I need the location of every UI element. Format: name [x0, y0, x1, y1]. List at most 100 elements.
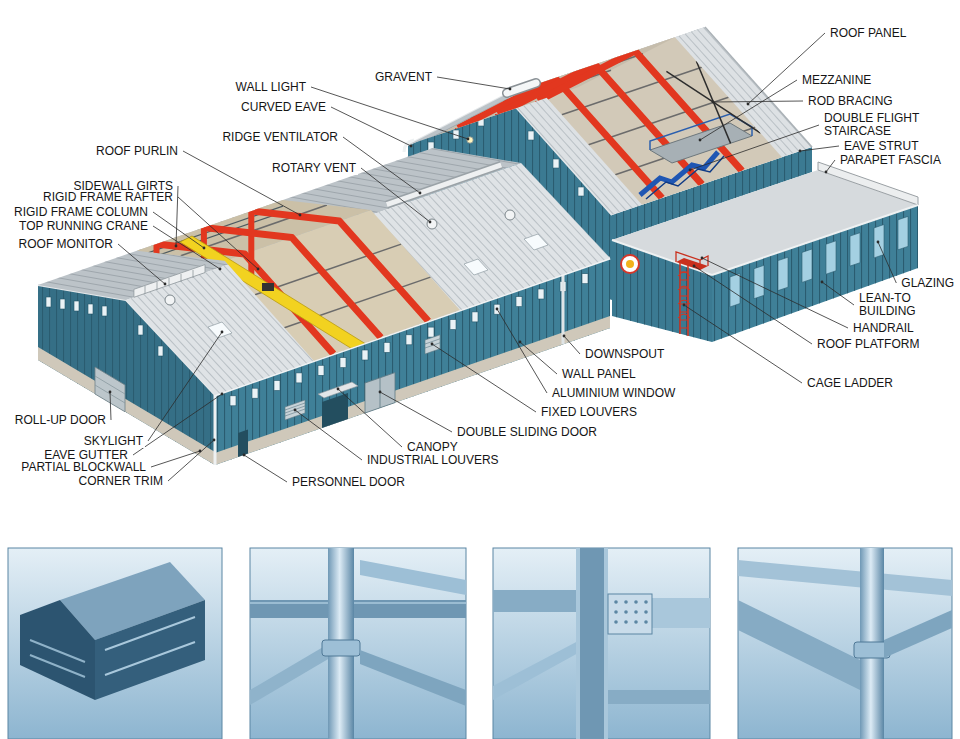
steel-frame: [251, 211, 428, 321]
leader-tip: [821, 281, 824, 284]
photo-panel: [644, 600, 648, 604]
leader-tip: [419, 192, 422, 195]
aluminium-window: [384, 342, 390, 352]
personnel-door: [238, 430, 248, 458]
leader-line: [178, 197, 258, 269]
main-building: [425, 339, 440, 348]
photo-panel: [250, 602, 466, 604]
aluminium-window: [274, 381, 280, 391]
glazing: [778, 257, 788, 290]
main-building: [126, 163, 610, 395]
photo-panel: [20, 600, 95, 700]
aluminium-window: [362, 350, 368, 360]
steel-frame: [498, 64, 702, 184]
cage-ladder: [678, 272, 690, 318]
steel-frame: [646, 156, 724, 199]
leader-tip: [519, 341, 522, 344]
leader-line: [564, 336, 580, 354]
photo-panel: [614, 600, 648, 624]
leader-line: [244, 455, 287, 482]
steel-frame: [248, 211, 254, 280]
photo-panel: [604, 548, 608, 739]
leader-tip: [337, 388, 340, 391]
photo-panel: [624, 610, 628, 614]
aluminium-window: [318, 365, 324, 375]
photo-panel: [614, 600, 618, 604]
leader-tip: [221, 331, 224, 334]
leader-line: [153, 212, 204, 248]
top-running-crane: [180, 236, 369, 352]
handrail: [676, 252, 708, 266]
leader-line: [713, 101, 803, 102]
photo-panel: [614, 610, 618, 614]
skylight: [464, 259, 488, 275]
aluminium-window: [252, 388, 258, 398]
aluminium-window: [516, 297, 522, 307]
leader-line: [822, 282, 854, 305]
gravent: [507, 83, 536, 93]
leader-tip: [693, 265, 696, 268]
photo-panel: [8, 548, 222, 739]
gable-window: [553, 159, 559, 168]
lean-to-building: [712, 205, 918, 275]
gable-window: [74, 301, 79, 311]
corner-trim: [214, 395, 217, 465]
photo-panel: [624, 600, 628, 604]
part-label: PARAPET FASCIA: [838, 154, 943, 167]
photo-panel: [322, 640, 360, 656]
aluminium-window: [230, 396, 236, 406]
leader-tip: [429, 221, 432, 224]
steel-frame: [535, 101, 541, 180]
leader-line: [133, 394, 222, 455]
part-label: ROD BRACING: [806, 95, 895, 108]
photo-panel: [644, 620, 648, 624]
leader-line: [690, 125, 819, 170]
roof-platform: [676, 258, 708, 270]
aluminium-window: [538, 289, 544, 299]
gravent: [507, 83, 536, 93]
part-label: EAVE STRUT: [842, 140, 920, 153]
double-sliding-door: [365, 373, 395, 413]
leader-line: [151, 451, 200, 467]
part-label: RIGID FRAME RAFTER: [41, 191, 175, 204]
gable-window: [46, 297, 51, 307]
photo-panel: [580, 548, 604, 739]
part-label: ROLL-UP DOOR: [13, 414, 108, 427]
photo-panel: [8, 548, 222, 739]
part-label: SKYLIGHT: [82, 435, 145, 448]
tall-building: [404, 140, 414, 152]
wall-light: [467, 137, 473, 143]
photo-panel: [493, 548, 710, 739]
leader-line: [153, 226, 220, 269]
glazing: [754, 265, 764, 298]
part-label: HANDRAIL: [851, 322, 916, 335]
leader-line: [826, 160, 835, 172]
photo-panel: [105, 617, 195, 675]
downspout: [562, 275, 565, 344]
leader-tip: [203, 247, 206, 250]
rod-bracing: [666, 71, 760, 133]
photo-panel: [604, 690, 710, 704]
photo-panel: [634, 610, 638, 614]
leader-tip: [467, 138, 470, 141]
leader-tip: [109, 391, 112, 394]
main-building: [285, 403, 305, 416]
ridge-ventilator: [387, 165, 502, 205]
part-label: DOUBLE FLIGHT STAIRCASE: [822, 112, 932, 138]
leader-tip: [219, 268, 222, 271]
photo-panel: [493, 640, 580, 700]
part-label: DOUBLE SLIDING DOOR: [455, 426, 599, 439]
industrial-louvers: [285, 400, 305, 420]
part-label: CORNER TRIM: [77, 475, 165, 488]
rod-bracing: [666, 61, 760, 143]
leader-tip: [175, 245, 178, 248]
part-label: RIDGE VENTILATOR: [220, 131, 340, 144]
rotary-vent: [505, 210, 515, 220]
part-label: TOP RUNNING CRANE: [17, 220, 150, 233]
part-label: INDUSTRIAL LOUVERS: [365, 454, 501, 467]
lean-to-building: [712, 205, 918, 342]
aluminium-window: [406, 335, 412, 345]
ridge-ventilator: [387, 165, 502, 205]
leader-tip: [213, 439, 216, 442]
